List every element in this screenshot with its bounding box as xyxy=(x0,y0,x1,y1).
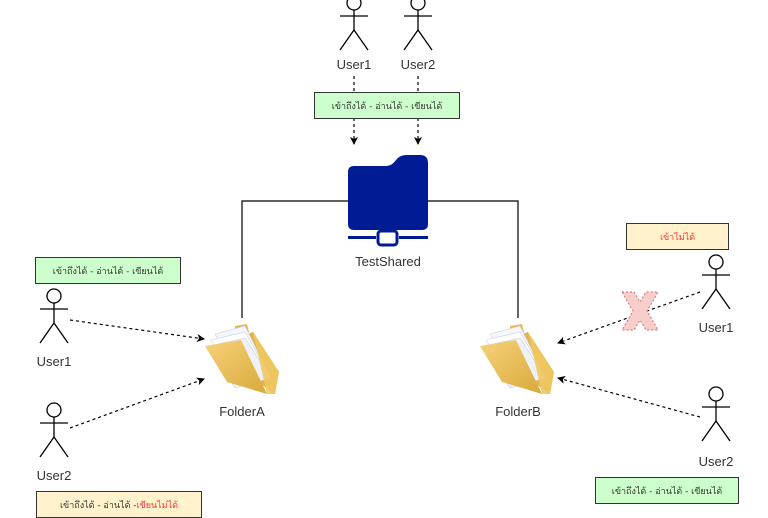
arrow-folderA-user1 xyxy=(69,319,205,342)
folderB-label: FolderB xyxy=(495,404,541,419)
folderB-user2-note: เข้าถึงได้ - อ่านได้ - เขียนได้ xyxy=(595,477,739,504)
folderB-user1-note: เข้าไม่ได้ xyxy=(626,223,729,250)
shared-folder-label: TestShared xyxy=(355,254,421,269)
connector-shared-to-folderA xyxy=(241,200,348,318)
arrow-folderB-user1 xyxy=(557,291,701,345)
folderB-user2-label: User2 xyxy=(698,454,734,469)
note-denied-text: เขียนไม่ได้ xyxy=(136,500,179,511)
folderA-user1-note: เข้าถึงได้ - อ่านได้ - เขียนได้ xyxy=(35,257,181,284)
actor-folderB-user2-icon xyxy=(701,386,731,442)
actor-top-user1-icon xyxy=(339,0,369,51)
folderA-user2-note: เข้าถึงได้ - อ่านได้ - เขียนไม่ได้ xyxy=(36,491,202,518)
top-user2-label: User2 xyxy=(400,57,436,72)
actor-top-user2-icon xyxy=(403,0,433,51)
actor-folderA-user2-icon xyxy=(39,402,69,458)
top-permission-note: เข้าถึงได้ - อ่านได้ - เขียนได้ xyxy=(314,92,460,119)
actor-folderA-user1-icon xyxy=(39,288,69,344)
arrow-folderA-user2 xyxy=(69,377,205,429)
folderB-icon xyxy=(479,323,555,395)
note-denied-text: เข้าไม่ได้ xyxy=(659,232,696,243)
folderA-icon xyxy=(204,323,280,395)
network-shared-folder-icon xyxy=(348,155,428,247)
note-allowed-text: เข้าถึงได้ - อ่านได้ - xyxy=(59,500,137,511)
folderB-user1-label: User1 xyxy=(698,320,734,335)
top-user1-label: User1 xyxy=(336,57,372,72)
actor-folderB-user1-icon xyxy=(701,254,731,310)
folderA-user2-label: User2 xyxy=(36,468,72,483)
folderA-user1-label: User1 xyxy=(36,354,72,369)
folderA-label: FolderA xyxy=(219,404,265,419)
arrow-folderB-user2 xyxy=(557,375,701,418)
denied-cross-icon xyxy=(620,291,660,331)
connector-shared-to-folderB xyxy=(428,200,519,318)
